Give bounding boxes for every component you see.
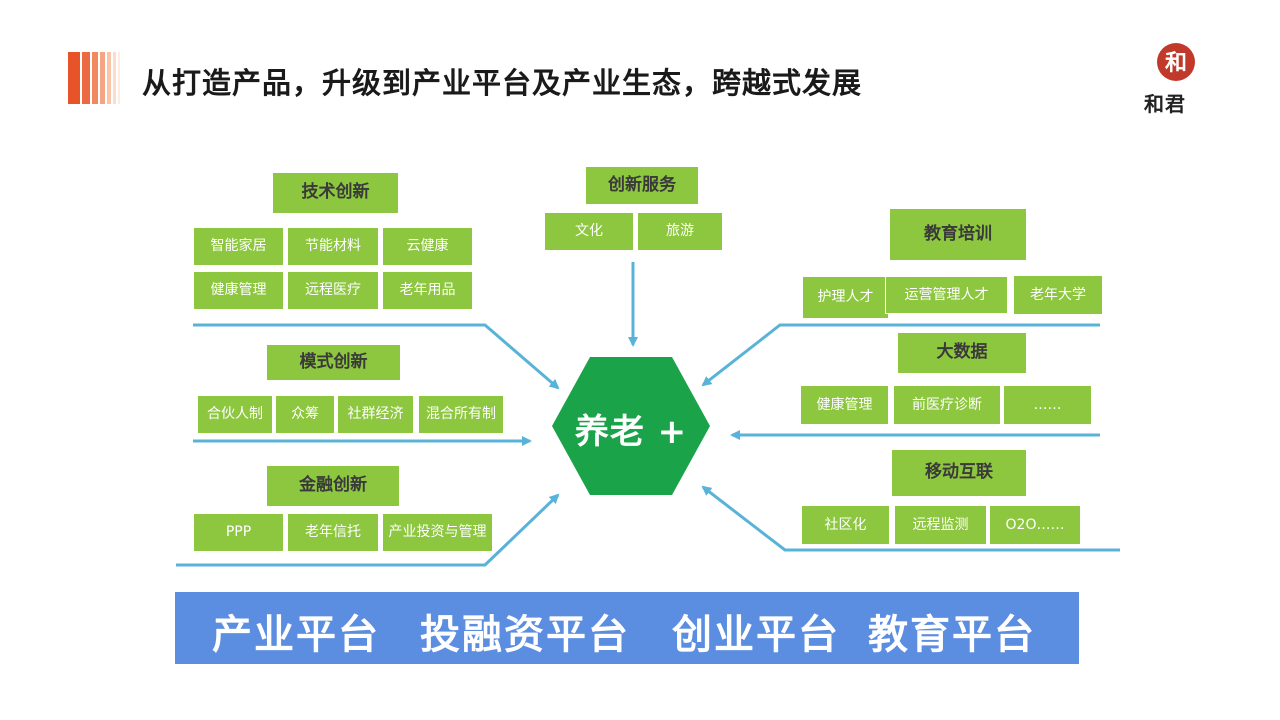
connector-mobile — [701, 485, 1120, 552]
model-item: 混合所有制 — [419, 396, 503, 433]
logo-glyph: 和 — [1165, 50, 1187, 76]
education-item: 老年大学 — [1014, 276, 1102, 314]
connector-education — [701, 323, 1100, 387]
logo-text: 和君 — [1144, 92, 1186, 116]
connector-finance — [176, 493, 560, 567]
finance-heading: 金融创新 — [267, 466, 399, 506]
service-heading: 创新服务 — [586, 167, 698, 204]
center-label: 养老 + — [574, 412, 688, 452]
model-item: 众筹 — [276, 396, 334, 433]
model-item: 社群经济 — [338, 396, 413, 433]
mobile-item: 社区化 — [802, 506, 889, 544]
mobile-heading: 移动互联 — [892, 450, 1026, 496]
center-hexagon — [552, 357, 710, 495]
platform-investment: 投融资平台 — [420, 612, 630, 658]
model-heading: 模式创新 — [267, 345, 400, 380]
platform-bar — [175, 592, 1079, 664]
finance-item: 老年信托 — [288, 514, 378, 551]
model-item: 合伙人制 — [198, 396, 272, 433]
tech-item: 老年用品 — [383, 272, 472, 309]
tech-item: 节能材料 — [288, 228, 378, 265]
bigdata-item: …… — [1004, 386, 1091, 424]
connector-tech — [193, 323, 560, 390]
hejun-logo-icon: 和 — [1157, 43, 1195, 81]
tech-item: 健康管理 — [194, 272, 283, 309]
bigdata-item: 健康管理 — [801, 386, 888, 424]
platform-education: 教育平台 — [868, 612, 1036, 658]
education-item: 护理人才 — [803, 277, 888, 318]
tech-item: 智能家居 — [194, 228, 283, 265]
service-item: 文化 — [545, 213, 633, 250]
service-item: 旅游 — [638, 213, 722, 250]
mobile-item: O2O…… — [990, 506, 1080, 544]
page-title: 从打造产品，升级到产业平台及产业生态，跨越式发展 — [142, 66, 863, 100]
education-item: 运营管理人才 — [885, 276, 1008, 314]
mobile-item: 远程监测 — [895, 506, 986, 544]
tech-item: 云健康 — [383, 228, 472, 265]
finance-item: 产业投资与管理 — [383, 514, 492, 551]
platform-startup: 创业平台 — [672, 612, 840, 658]
bigdata-heading: 大数据 — [898, 333, 1026, 373]
tech-item: 远程医疗 — [288, 272, 378, 309]
title-accent-bar — [68, 52, 120, 104]
finance-item: PPP — [194, 514, 283, 551]
education-heading: 教育培训 — [890, 209, 1026, 260]
tech-heading: 技术创新 — [273, 173, 398, 213]
platform-industry: 产业平台 — [212, 612, 380, 658]
bigdata-item: 前医疗诊断 — [894, 386, 1000, 424]
